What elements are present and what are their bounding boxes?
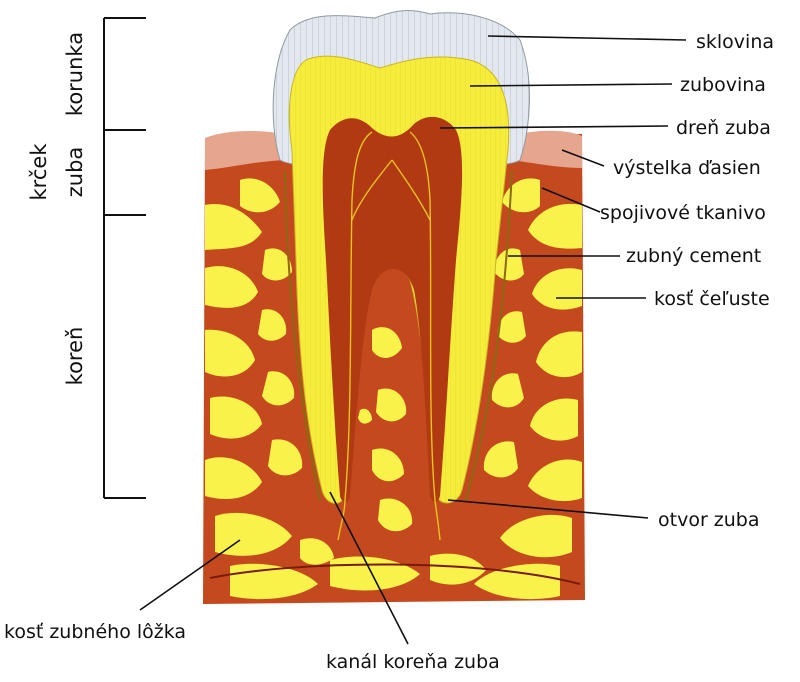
cement-right <box>465 169 513 501</box>
cement-left <box>284 169 321 501</box>
leader-dren <box>439 125 669 129</box>
label-otvor-zuba: otvor zuba <box>658 509 760 531</box>
leader-spojivove <box>541 187 601 213</box>
label-zubny-cement: zubný cement <box>626 245 761 267</box>
leader-sklovina <box>487 35 687 41</box>
leader-vystelka <box>561 149 605 167</box>
section-label-krcek-line2: zuba <box>63 147 87 198</box>
nerve-fibers <box>337 131 441 541</box>
label-kanal-korena-zuba: kanál koreňa zuba <box>326 651 500 673</box>
label-kost-zubneho-lozka: kosť zubného lôžka <box>4 621 186 643</box>
leader-kanal <box>329 491 409 645</box>
section-label-krcek-line1: krček <box>27 143 51 201</box>
label-sklovina: sklovina <box>696 31 774 53</box>
tooth <box>272 10 530 541</box>
section-bracket <box>103 17 146 499</box>
gum-strip <box>205 131 292 170</box>
label-vystelka-dasien: výstelka ďasien <box>613 157 761 179</box>
label-spojivove-tkanivo: spojivové tkanivo <box>600 202 766 224</box>
leader-otvor <box>447 499 649 519</box>
leader-zubovina <box>469 83 673 87</box>
bottom-vessel <box>209 563 581 585</box>
pulp-chamber <box>322 116 463 502</box>
label-zubovina: zubovina <box>680 74 766 96</box>
leader-kost-lozka <box>139 539 241 611</box>
label-kost-celuste: kosť čeľuste <box>654 288 770 310</box>
section-label-korunka: korunka <box>63 32 87 116</box>
section-label-koren: koreň <box>63 327 87 386</box>
leader-lines <box>139 35 687 645</box>
label-dren-zuba: dreň zuba <box>676 117 771 139</box>
gum-strip-right <box>510 130 582 168</box>
